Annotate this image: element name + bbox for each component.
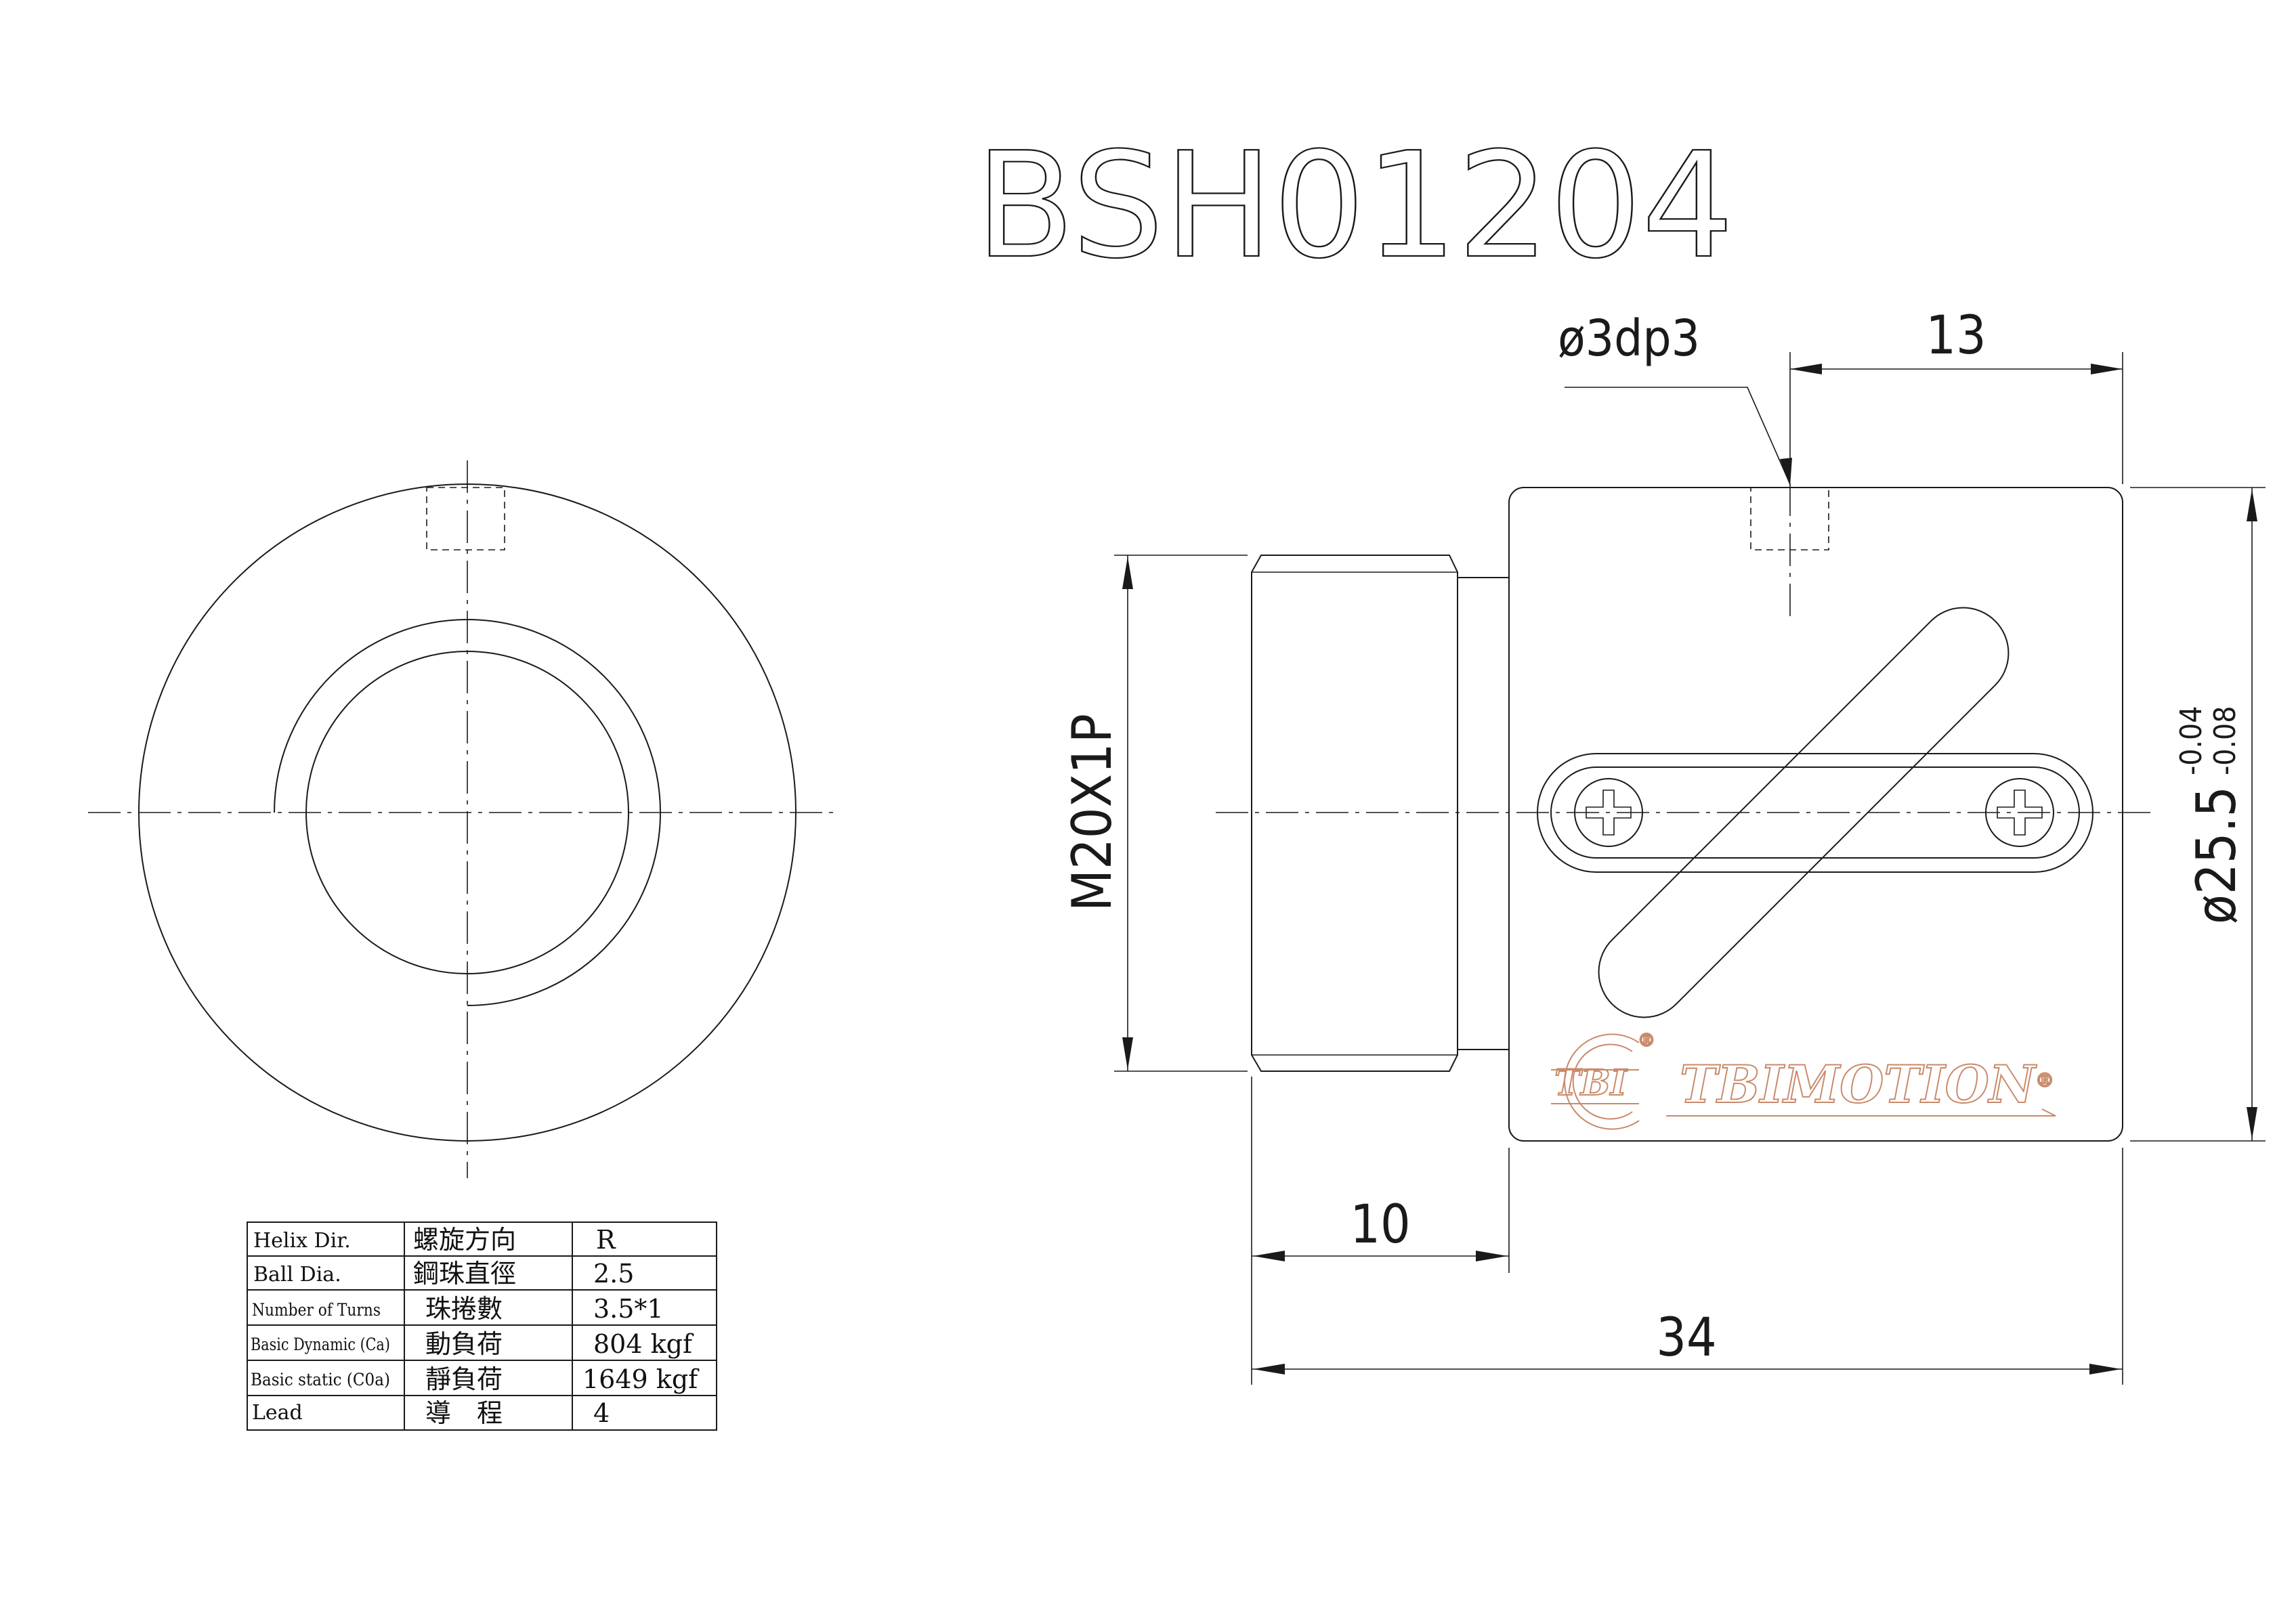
row-lead-value: 4 bbox=[593, 1398, 610, 1428]
dim-13-text: 13 bbox=[1926, 305, 1986, 366]
row-lead-en: Lead bbox=[252, 1401, 303, 1425]
row-turns-zh: 珠捲數 bbox=[425, 1294, 503, 1324]
logo-brand-text: TBIMOTION bbox=[1680, 1054, 2037, 1115]
spec-table: Helix Dir. 螺旋方向 R Ball Dia. 鋼珠直徑 2.5 Num… bbox=[247, 1221, 717, 1431]
row-ball-value: 2.5 bbox=[593, 1259, 634, 1289]
row-dynamic-en: Basic Dynamic (Ca) bbox=[251, 1335, 390, 1354]
dim-10: 10 bbox=[1251, 1077, 1510, 1385]
logo-c-mark bbox=[1564, 1033, 1640, 1130]
row-helix-zh: 螺旋方向 bbox=[413, 1225, 516, 1255]
tbimotion-logo: TBI ® TBIMOTION ® bbox=[1551, 1030, 2056, 1130]
hole-callout-dimension: ø3dp3 bbox=[1558, 309, 1792, 486]
dim-34: 34 bbox=[1252, 1148, 2123, 1385]
dim-10-text: 10 bbox=[1350, 1194, 1410, 1255]
row-ball-en: Ball Dia. bbox=[253, 1263, 341, 1287]
side-view: TBI ® TBIMOTION ® bbox=[1216, 433, 2150, 1142]
screw-left bbox=[1574, 778, 1643, 847]
thread-section bbox=[1251, 555, 1458, 1072]
logo-badge-text: TBI bbox=[1554, 1062, 1628, 1104]
drawing-title: BSH01204 bbox=[975, 121, 1734, 290]
row-static-zh: 靜負荷 bbox=[425, 1364, 503, 1394]
row-dynamic-value: 804 kgf bbox=[593, 1329, 694, 1359]
row-helix-value: R bbox=[596, 1225, 616, 1255]
dim-34-text: 34 bbox=[1656, 1307, 1716, 1368]
recirculation-slot bbox=[1598, 607, 2010, 1018]
diameter-text: ø25.5 bbox=[2185, 786, 2248, 924]
thread-text: M20X1P bbox=[1061, 714, 1124, 911]
screw-right bbox=[1985, 778, 2054, 847]
tolerance-upper: -0.04 bbox=[2174, 706, 2209, 775]
end-view bbox=[88, 460, 836, 1178]
logo-registered-small: ® bbox=[1638, 1031, 1655, 1051]
row-lead-zh: 導 程 bbox=[425, 1398, 503, 1428]
retainer-plate-inner bbox=[1550, 766, 2080, 859]
row-turns-value: 3.5*1 bbox=[593, 1294, 664, 1324]
tolerance-lower: -0.08 bbox=[2208, 706, 2242, 775]
hole-callout-text: ø3dp3 bbox=[1558, 309, 1700, 368]
dim-thread: M20X1P bbox=[1061, 555, 1248, 1072]
logo-registered: ® bbox=[2035, 1069, 2054, 1091]
retainer-plate-outer bbox=[1537, 753, 2093, 873]
thread-arc bbox=[274, 619, 661, 1006]
dim-diameter: ø25.5 -0.04 -0.08 bbox=[2130, 487, 2266, 1142]
row-turns-en: Number of Turns bbox=[252, 1300, 381, 1320]
top-hole-hidden bbox=[426, 487, 505, 550]
dim-13: 13 bbox=[1789, 305, 2123, 484]
row-static-value: 1649 kgf bbox=[582, 1364, 700, 1394]
row-dynamic-zh: 動負荷 bbox=[425, 1329, 503, 1359]
nut-body bbox=[1508, 487, 2123, 1142]
row-helix-en: Helix Dir. bbox=[253, 1229, 351, 1253]
row-ball-zh: 鋼珠直徑 bbox=[413, 1259, 516, 1289]
row-static-en: Basic static (C0a) bbox=[251, 1370, 390, 1389]
